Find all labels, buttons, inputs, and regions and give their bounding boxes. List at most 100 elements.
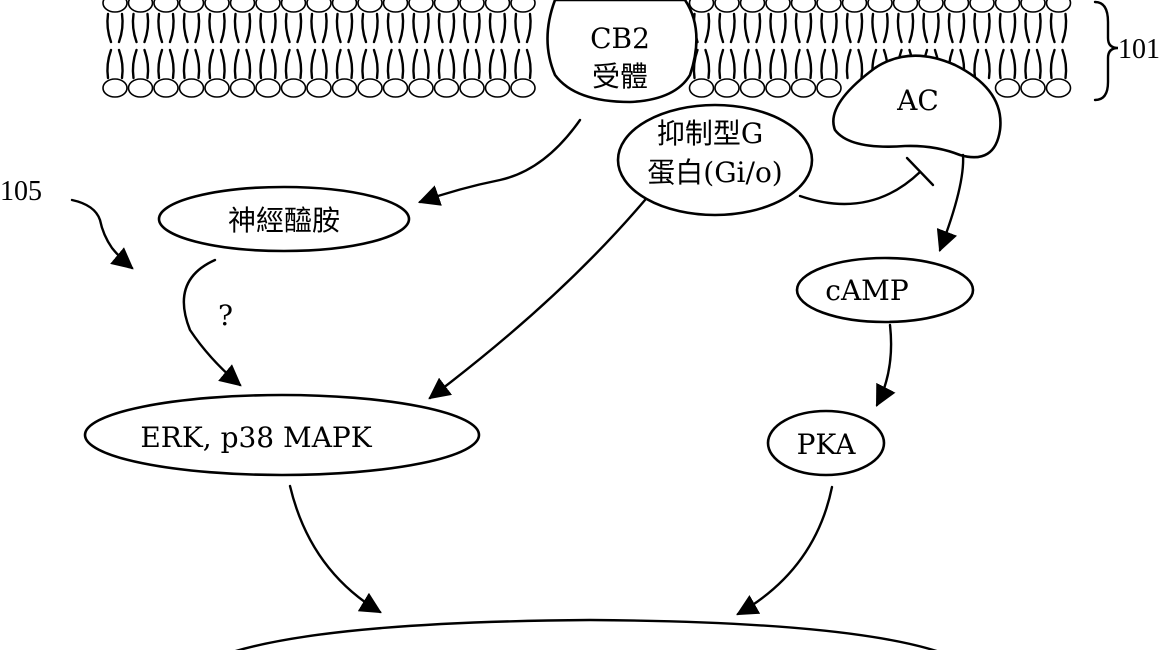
ceramide-label: 神經醯胺 bbox=[228, 204, 340, 237]
lipid-head-top bbox=[892, 0, 919, 13]
lipid-tail-top bbox=[1024, 12, 1042, 44]
lipid-head-top bbox=[816, 0, 842, 13]
lipid-tail-bottom bbox=[488, 48, 507, 80]
membrane-ref-label: 101 bbox=[1118, 34, 1160, 65]
lipid-head-top bbox=[510, 0, 536, 13]
lipid-head-top bbox=[331, 0, 358, 13]
lipid-tail-bottom bbox=[259, 48, 277, 80]
lipid-head-bottom bbox=[765, 78, 791, 98]
lipid-tail-top bbox=[845, 12, 864, 44]
lipid-tail-top bbox=[284, 12, 303, 44]
lipid-head-top bbox=[382, 0, 409, 13]
lipid-head-bottom bbox=[280, 78, 307, 98]
lipid-tail-top bbox=[335, 12, 354, 44]
gi-protein-label-1: 抑制型G bbox=[657, 117, 763, 150]
lipid-tail-top bbox=[182, 12, 201, 44]
lipid-tail-bottom bbox=[182, 48, 201, 80]
lipid-tail-top bbox=[131, 12, 150, 44]
lipid-tail-bottom bbox=[106, 48, 124, 80]
lipid-head-bottom bbox=[816, 78, 842, 98]
lipid-head-bottom bbox=[790, 78, 817, 98]
lipid-tail-bottom bbox=[157, 48, 175, 80]
lipid-head-top bbox=[765, 0, 791, 13]
lipid-head-bottom bbox=[127, 78, 154, 98]
inhibit-bar bbox=[905, 156, 935, 187]
arrow-camp-to-pka bbox=[875, 323, 896, 407]
lipid-head-top bbox=[102, 0, 128, 13]
lipid-tail-bottom bbox=[233, 48, 252, 80]
lipid-head-top bbox=[255, 0, 281, 13]
lipid-tail-top bbox=[922, 12, 940, 44]
lipid-tail-top bbox=[514, 12, 532, 44]
lipid-head-top bbox=[714, 0, 740, 13]
lipid-head-bottom bbox=[484, 78, 511, 98]
lipid-head-bottom bbox=[204, 78, 230, 98]
lipid-tail-bottom bbox=[769, 48, 787, 80]
lipid-head-bottom bbox=[102, 78, 128, 98]
lipid-head-top bbox=[739, 0, 766, 13]
lipid-tail-top bbox=[769, 12, 787, 44]
lipid-tail-bottom bbox=[743, 48, 762, 80]
lipid-head-bottom bbox=[994, 78, 1021, 98]
lipid-tail-top bbox=[973, 12, 991, 44]
lipid-head-top bbox=[1045, 0, 1072, 13]
cb2-receptor-label-1: CB2 bbox=[590, 22, 650, 55]
cb2-receptor: CB2 受體 bbox=[546, 0, 698, 104]
cell-membrane-bilayer bbox=[102, 0, 1072, 98]
lipid-tail-top bbox=[1049, 12, 1068, 44]
membrane-brace bbox=[1093, 0, 1119, 102]
lipid-tail-bottom bbox=[820, 48, 838, 80]
lipid-tail-top bbox=[488, 12, 507, 44]
ceramide-node: 神經醯胺 bbox=[157, 185, 411, 253]
inhibit-gi-to-ac bbox=[798, 170, 922, 206]
lipid-tail-bottom bbox=[1024, 48, 1042, 80]
lipid-head-bottom bbox=[178, 78, 205, 98]
lipid-tail-bottom bbox=[310, 48, 328, 80]
erk-p38-node: ERK, p38 MAPK bbox=[83, 393, 481, 477]
lipid-head-top bbox=[229, 0, 256, 13]
lipid-head-bottom bbox=[433, 78, 460, 98]
pka-node: PKA bbox=[766, 409, 886, 477]
lipid-head-bottom bbox=[739, 78, 766, 98]
lipid-tail-top bbox=[794, 12, 813, 44]
arrow-gi-to-erk bbox=[428, 198, 647, 400]
camp-node: cAMP bbox=[795, 256, 975, 324]
lipid-tail-top bbox=[463, 12, 481, 44]
cb2-receptor-label-2: 受體 bbox=[592, 60, 648, 93]
lipid-tail-top bbox=[361, 12, 379, 44]
lipid-tail-bottom bbox=[361, 48, 379, 80]
lipid-tail-top bbox=[259, 12, 277, 44]
lipid-tail-bottom bbox=[335, 48, 354, 80]
lipid-head-top bbox=[943, 0, 970, 13]
lipid-tail-bottom bbox=[794, 48, 813, 80]
lipid-tail-top bbox=[437, 12, 456, 44]
lipid-head-top bbox=[357, 0, 383, 13]
lipid-tail-bottom bbox=[514, 48, 532, 80]
lipid-tail-bottom bbox=[845, 48, 864, 80]
lipid-head-top bbox=[1020, 0, 1046, 13]
lipid-head-bottom bbox=[459, 78, 485, 98]
nucleus-boundary bbox=[235, 618, 938, 650]
lipid-head-bottom bbox=[331, 78, 358, 98]
lipid-head-bottom bbox=[357, 78, 383, 98]
arrow-ceramide-to-erk bbox=[182, 258, 242, 387]
lipid-tail-top bbox=[947, 12, 966, 44]
arrow-erk-to-nucleus bbox=[288, 484, 382, 614]
lipid-tail-bottom bbox=[284, 48, 303, 80]
lipid-tail-bottom bbox=[412, 48, 430, 80]
lipid-head-top bbox=[127, 0, 154, 13]
lipid-head-top bbox=[790, 0, 817, 13]
lipid-head-top bbox=[841, 0, 868, 13]
lipid-head-top bbox=[688, 0, 715, 13]
lipid-head-bottom bbox=[510, 78, 536, 98]
lipid-tail-bottom bbox=[437, 48, 456, 80]
lipid-tail-top bbox=[106, 12, 124, 44]
lipid-head-top bbox=[204, 0, 230, 13]
lipid-head-top bbox=[484, 0, 511, 13]
pathway-ref-label: 105 bbox=[0, 176, 42, 207]
pathway-ref-leader bbox=[70, 198, 134, 270]
lipid-tail-bottom bbox=[208, 48, 226, 80]
lipid-head-top bbox=[306, 0, 332, 13]
gi-protein-label-2: 蛋白(Gi/o) bbox=[647, 156, 782, 189]
lipid-tail-bottom bbox=[718, 48, 736, 80]
